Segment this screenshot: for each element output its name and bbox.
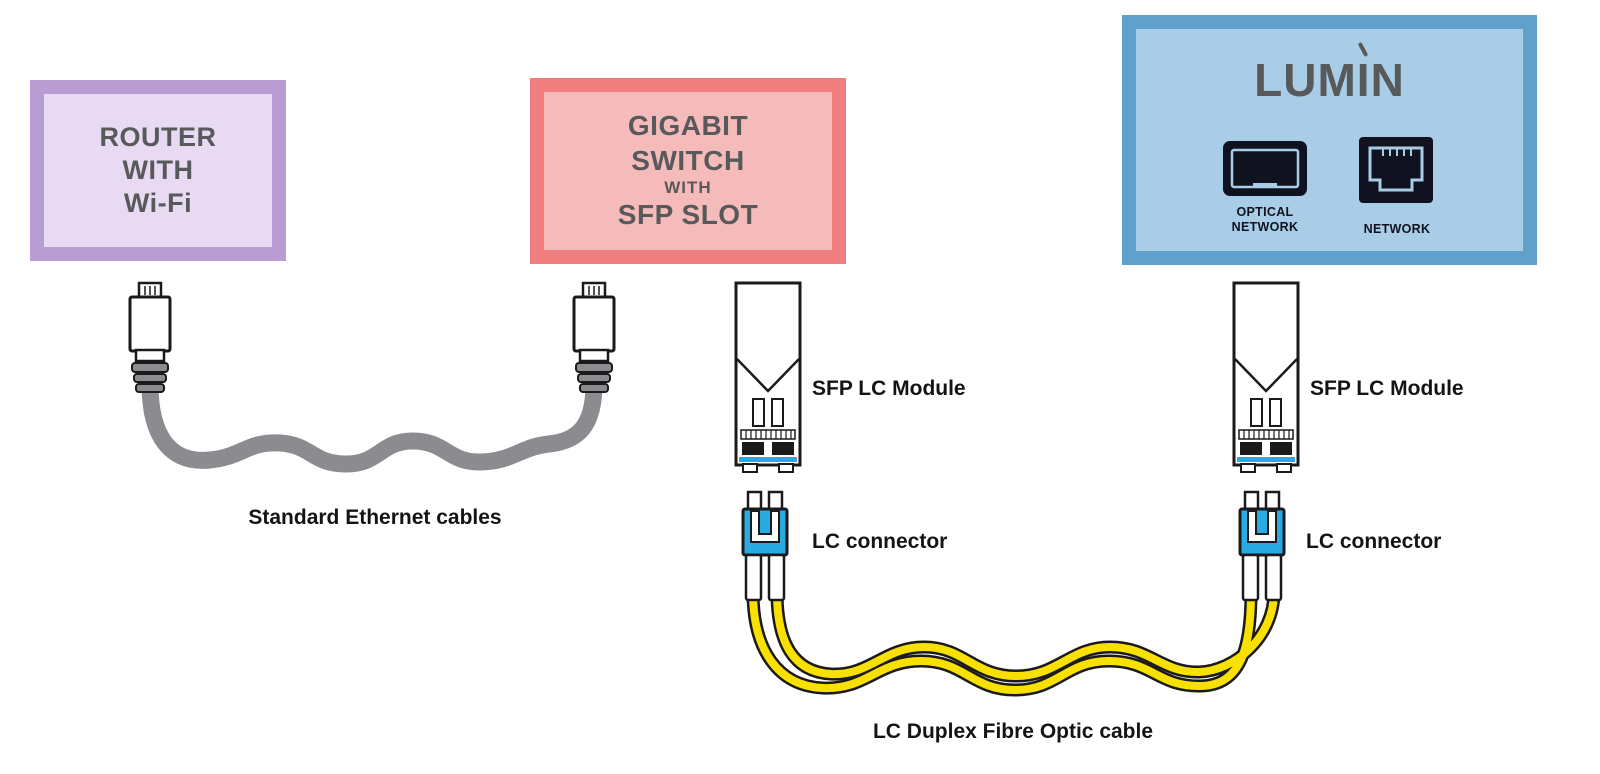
lumin-box: LUMIN — [1122, 15, 1537, 265]
router-title-line-2: WITH — [122, 155, 194, 186]
rj45-jack-icon — [1359, 137, 1433, 203]
ethernet-cable — [141, 375, 603, 473]
sfp-cage-notch — [1253, 183, 1277, 187]
fibre-strand-a — [749, 588, 1255, 695]
router-title-line-3: Wi-Fi — [123, 187, 193, 218]
lc-connector-icon-right — [1238, 490, 1286, 602]
lc-connector-label-left: LC connector — [812, 530, 948, 553]
rj45-plug-icon-left — [128, 281, 172, 394]
optical-network-port-label: OPTICAL NETWORK — [1221, 205, 1309, 235]
ethernet-cable-label: Standard Ethernet cables — [248, 506, 502, 529]
switch-title-line-3: WITH — [664, 177, 712, 197]
rj45-jack-pins — [1382, 148, 1412, 156]
rj45-jack-opening — [1368, 146, 1424, 192]
lc-connector-icon-left — [741, 490, 789, 602]
router-title: ROUTER WITH Wi-Fi — [100, 121, 217, 220]
switch-title-line-4: SFP SLOT — [617, 199, 759, 231]
gigabit-switch-box: GIGABIT SWITCH WITH SFP SLOT — [530, 78, 846, 264]
optical-port-label-line-2: NETWORK — [1231, 220, 1299, 234]
fibre-cable-label: LC Duplex Fibre Optic cable — [872, 720, 1154, 743]
sfp-cage-icon — [1223, 141, 1307, 196]
gigabit-switch-title: GIGABIT SWITCH WITH SFP SLOT — [618, 109, 758, 232]
rj45-jack-body — [1359, 137, 1433, 203]
network-port-label: NETWORK — [1352, 222, 1442, 237]
switch-title-line-1: GIGABIT — [627, 110, 749, 142]
switch-title-line-2: SWITCH — [631, 144, 745, 176]
lumin-title: LUMIN — [1254, 54, 1405, 106]
sfp-module-label-left: SFP LC Module — [812, 377, 966, 400]
sfp-module-icon-right — [1232, 281, 1300, 474]
router-title-line-1: ROUTER — [99, 122, 217, 153]
sfp-module-label-right: SFP LC Module — [1310, 377, 1464, 400]
lc-connector-label-right: LC connector — [1306, 530, 1442, 553]
optical-port-label-line-1: OPTICAL — [1236, 205, 1294, 219]
rj45-plug-icon-right — [572, 281, 616, 394]
fibre-strand-b-outline — [770, 585, 1281, 683]
network-port-label-text: NETWORK — [1363, 222, 1431, 236]
fibre-strand-b — [773, 588, 1278, 681]
router-box: ROUTER WITH Wi-Fi — [30, 80, 286, 261]
sfp-module-icon-left — [734, 281, 802, 474]
